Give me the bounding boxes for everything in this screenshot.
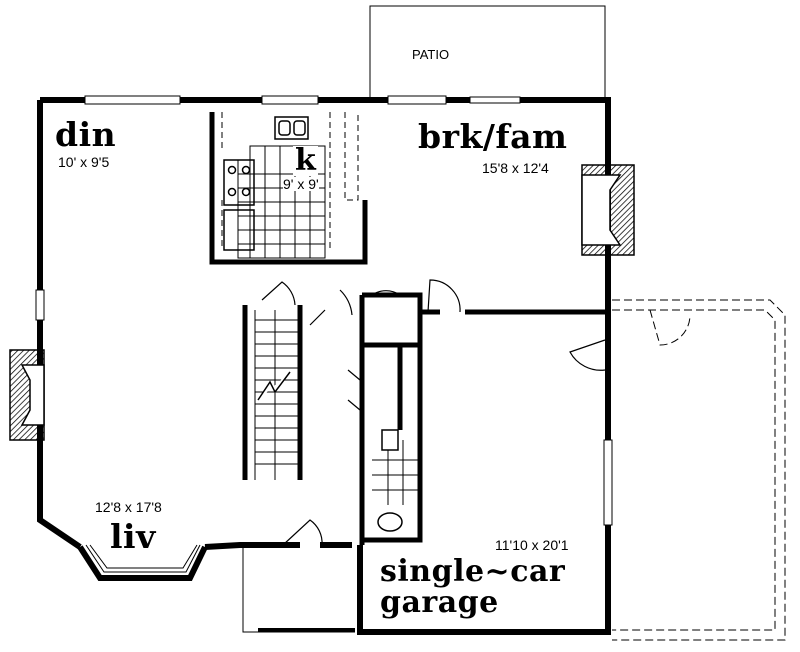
stove	[223, 159, 255, 251]
bathroom	[372, 429, 418, 532]
staircase	[242, 305, 303, 480]
garage-extension-dashed	[612, 299, 786, 641]
living-size: 12'8 x 17'8	[95, 499, 162, 515]
door-swings	[261, 279, 606, 546]
patio-label: PATIO	[412, 47, 450, 62]
garage-label-line1: single~car	[380, 554, 566, 589]
breakfast-family-size: 15'8 x 12'4	[482, 160, 549, 176]
garage-size: 11'10 x 20'1	[495, 537, 569, 553]
interior-walls	[359, 292, 608, 545]
breakfast-family-label: brk/fam	[418, 117, 568, 156]
front-porch	[242, 548, 355, 633]
living-label: liv	[110, 517, 156, 556]
garage-label-line2: garage	[380, 585, 499, 620]
dining-label: din	[55, 115, 117, 154]
bay-window	[77, 544, 208, 581]
fireplace-living	[9, 349, 45, 441]
kitchen-label: k	[293, 143, 319, 178]
patio-outline	[369, 5, 606, 101]
windows	[35, 95, 613, 526]
fireplace-family	[581, 164, 635, 256]
kitchen-walls	[209, 112, 368, 265]
kitchen-size: 9' x 9'	[283, 176, 319, 192]
dining-size: 10' x 9'5	[58, 154, 110, 170]
kitchen-sink	[274, 116, 309, 140]
